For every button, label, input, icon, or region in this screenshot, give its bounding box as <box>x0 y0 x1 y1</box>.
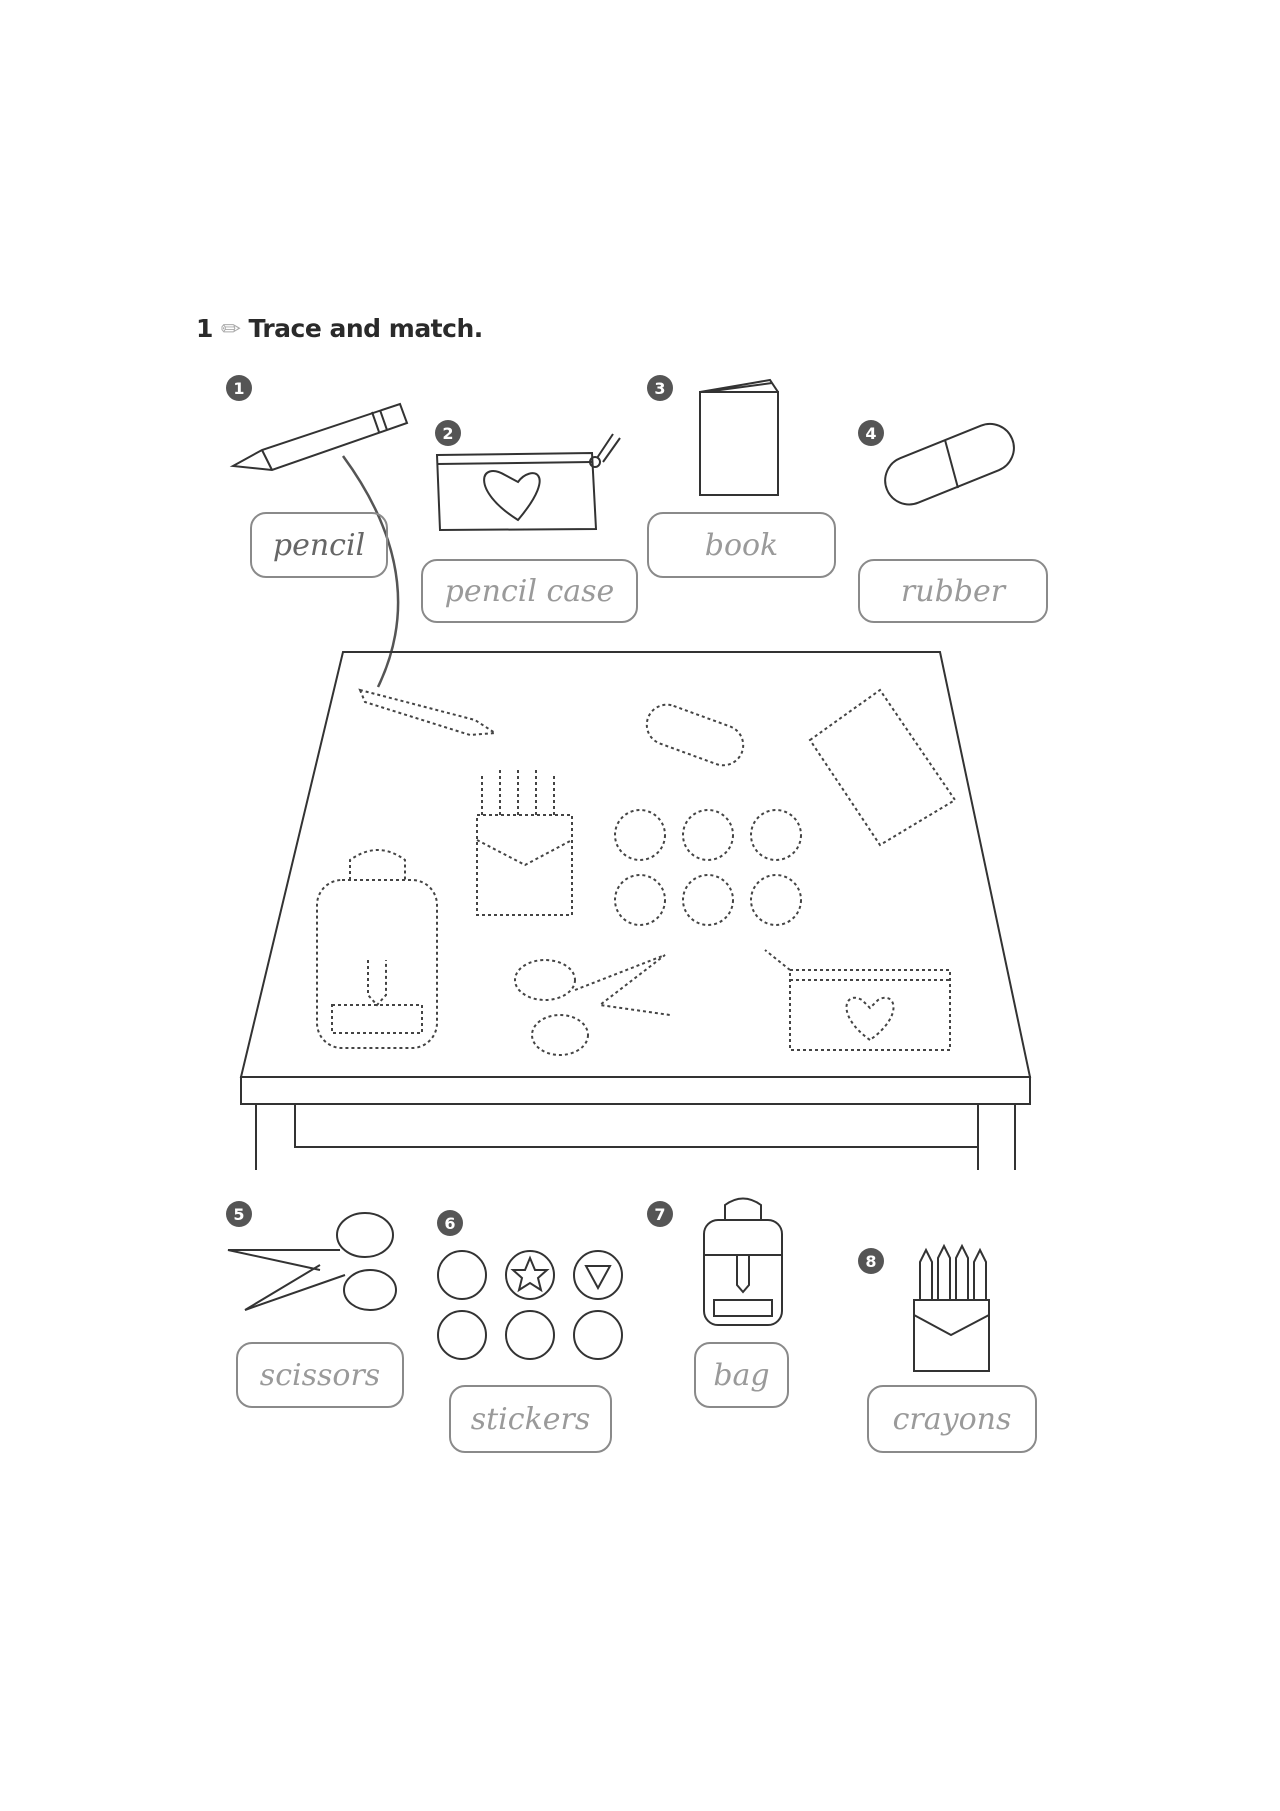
item-number-5: 5 <box>226 1201 252 1227</box>
word-box-book[interactable]: book <box>647 512 836 578</box>
stickers-drawing <box>437 1250 623 1360</box>
rubber-drawing <box>884 422 1015 506</box>
word-box-pencil-case[interactable]: pencil case <box>421 559 638 623</box>
exercise-number: 1 <box>196 314 213 343</box>
word-box-crayons[interactable]: crayons <box>867 1385 1037 1453</box>
item-number-7: 7 <box>647 1201 673 1227</box>
word-box-rubber[interactable]: rubber <box>858 559 1048 623</box>
table-drawing <box>239 651 1032 1170</box>
word-box-stickers[interactable]: stickers <box>449 1385 612 1453</box>
book-drawing <box>699 378 779 496</box>
word-box-bag[interactable]: bag <box>694 1342 789 1408</box>
item-number-6: 6 <box>437 1210 463 1236</box>
item-number-2: 2 <box>435 420 461 446</box>
pencil-icon: ✏ <box>220 314 241 343</box>
scissors-drawing <box>227 1212 397 1311</box>
word-box-scissors[interactable]: scissors <box>236 1342 404 1408</box>
item-number-1: 1 <box>226 375 252 401</box>
exercise-instruction: Trace and match. <box>248 314 484 343</box>
pencil-case-drawing <box>435 433 621 532</box>
exercise-heading: 1 ✏ Trace and match. <box>196 314 483 343</box>
match-line <box>341 455 400 688</box>
item-number-3: 3 <box>647 375 673 401</box>
crayons-drawing <box>913 1243 990 1372</box>
dotted-objects <box>316 688 957 1056</box>
word-box-pencil[interactable]: pencil <box>250 512 388 578</box>
item-number-4: 4 <box>858 420 884 446</box>
pencil-drawing <box>229 402 409 472</box>
bag-drawing <box>703 1197 783 1326</box>
item-number-8: 8 <box>858 1248 884 1274</box>
